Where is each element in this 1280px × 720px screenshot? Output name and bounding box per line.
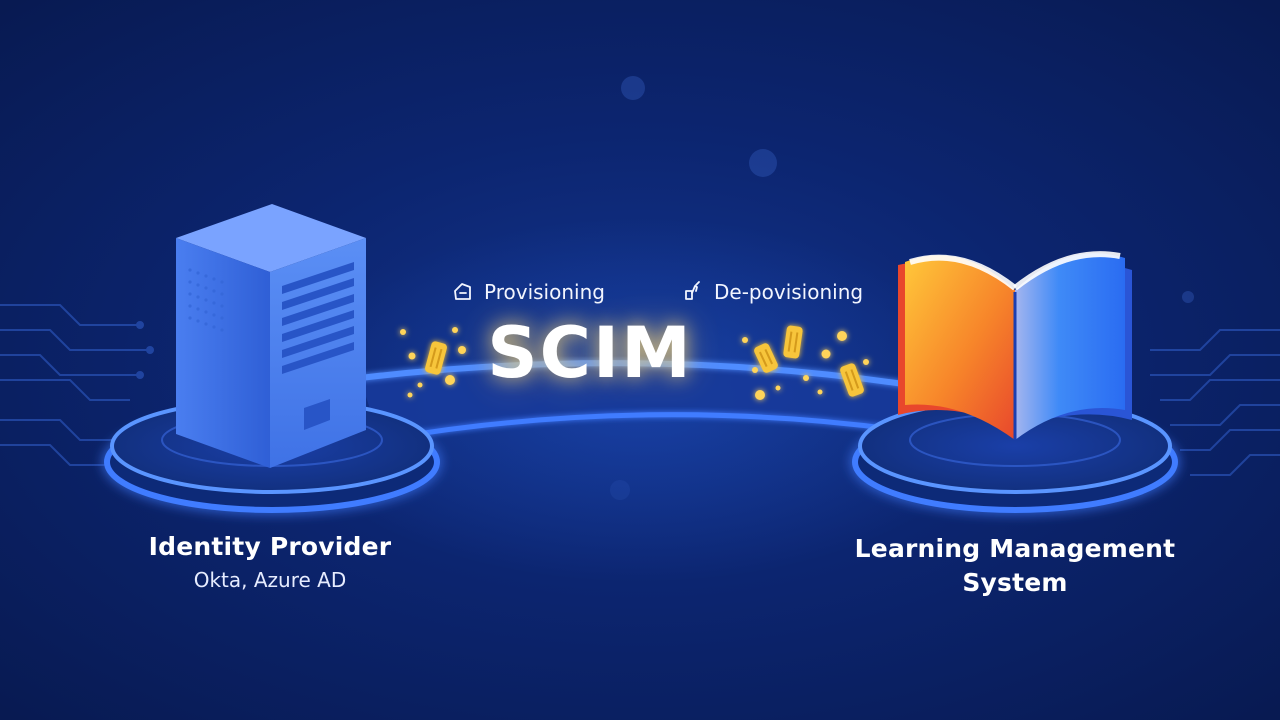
open-book-icon [898,251,1132,440]
lms-title: Learning Management System [830,532,1200,600]
background-bokeh [610,76,1194,500]
deprovisioning-label: De-povisioning [680,279,863,305]
provisioning-text: Provisioning [484,280,605,304]
server-icon [176,204,366,468]
circuit-lines-right [1150,329,1280,476]
lms-title-line-1: Learning Management [854,534,1176,563]
tag-icon [454,283,471,300]
circuit-lines-left [0,304,154,466]
hand-pointer-icon [685,281,700,300]
protocol-name: SCIM [487,312,693,394]
provisioning-label: Provisioning [450,279,605,305]
identity-provider-subtitle: Okta, Azure AD [193,568,347,592]
deprovisioning-text: De-povisioning [714,280,864,304]
data-tokens [400,325,869,400]
identity-provider-title: Identity Provider [148,532,392,561]
lms-title-line-2: System [962,568,1068,597]
